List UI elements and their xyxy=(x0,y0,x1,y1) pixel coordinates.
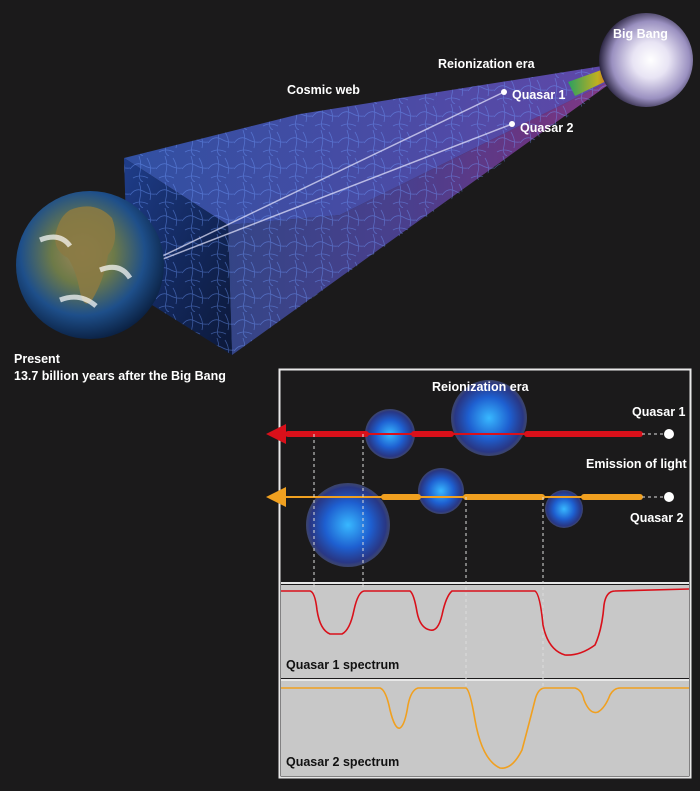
ionized-bubble xyxy=(451,380,527,456)
reionization-label: Reionization era xyxy=(438,57,535,71)
quasar2-spectrum-label: Quasar 2 spectrum xyxy=(286,755,400,769)
ionized-bubble xyxy=(545,490,583,528)
earth-continent xyxy=(55,206,116,304)
quasar2-point xyxy=(509,121,515,127)
quasar2-spectrum-curve xyxy=(281,687,689,769)
quasar2-sightline xyxy=(149,123,513,265)
ionized-bubble xyxy=(306,483,390,567)
inset-reionization-label: Reionization era xyxy=(432,380,529,394)
quasar1-spectrum-curve xyxy=(281,588,690,656)
inset-frame xyxy=(278,368,692,779)
emission-label: Emission of light xyxy=(586,457,687,471)
quasar1-point xyxy=(501,89,507,95)
cosmic-web-texture xyxy=(124,60,640,355)
ionized-bubble xyxy=(418,468,464,514)
inset-quasar1-label: Quasar 1 xyxy=(632,405,686,419)
quasar2-source xyxy=(664,492,674,502)
quasar1-sightline xyxy=(149,91,505,263)
big-bang-sphere xyxy=(599,13,693,107)
quasar1-spectrum-label: Quasar 1 spectrum xyxy=(286,658,400,672)
inset-quasar2-label: Quasar 2 xyxy=(630,511,684,525)
quasar1-spectrum-panel xyxy=(281,585,689,678)
big-bang-label: Big Bang xyxy=(613,27,668,41)
guide-lines xyxy=(313,434,544,688)
present-label: Present xyxy=(14,352,60,366)
earth-clouds xyxy=(39,234,133,308)
quasar1-source xyxy=(664,429,674,439)
quasar2-spectrum-panel xyxy=(281,681,689,776)
present-time-label: 13.7 billion years after the Big Bang xyxy=(14,369,226,383)
quasar2-top-label: Quasar 2 xyxy=(520,121,574,135)
cosmic-web-label: Cosmic web xyxy=(287,83,360,97)
quasar1-top-label: Quasar 1 xyxy=(512,88,566,102)
